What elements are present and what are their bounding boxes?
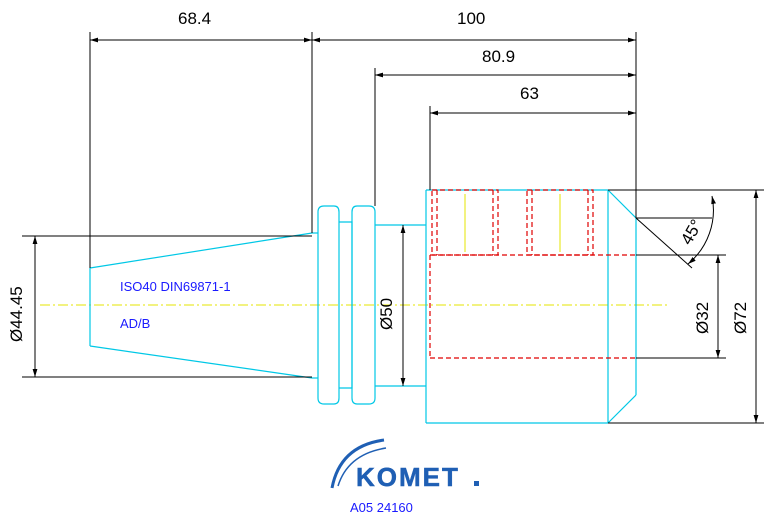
- komet-logo-text: KOMET: [356, 462, 460, 492]
- dim-63-label: 63: [520, 84, 539, 103]
- variant-label: AD/B: [120, 316, 150, 331]
- dim-angle-45: 45°: [635, 195, 716, 269]
- dim-dia-32: Ø32: [636, 254, 726, 359]
- dim-68-4: 68.4: [89, 9, 313, 268]
- komet-logo: KOMET: [330, 438, 479, 492]
- hidden-bore: [429, 189, 636, 359]
- body-outline: [425, 189, 637, 424]
- dim-dia-44-45: Ø44.45: [7, 235, 312, 378]
- taper-outline: [89, 232, 313, 379]
- dim-68-4-label: 68.4: [178, 9, 211, 28]
- part-number: A05 24160: [350, 500, 413, 515]
- flange-outline: [312, 205, 376, 405]
- dim-dia-32-label: Ø32: [693, 302, 712, 334]
- dim-dia-50-label: Ø50: [377, 298, 396, 330]
- dim-80-9: 80.9: [374, 47, 636, 206]
- dim-dia-72-label: Ø72: [731, 302, 750, 334]
- dim-80-9-label: 80.9: [482, 47, 515, 66]
- neck-outline: [375, 224, 426, 387]
- dim-63: 63: [429, 84, 636, 190]
- hole-centerlines: [464, 194, 561, 252]
- standard-label: ISO40 DIN69871-1: [120, 279, 231, 294]
- dim-dia-50: Ø50: [377, 225, 406, 386]
- dim-100: 100: [312, 9, 637, 218]
- dim-dia-72: Ø72: [608, 189, 764, 424]
- dim-angle-45-label: 45°: [677, 216, 706, 248]
- dim-100-label: 100: [457, 9, 485, 28]
- dim-dia-44-45-label: Ø44.45: [7, 286, 26, 342]
